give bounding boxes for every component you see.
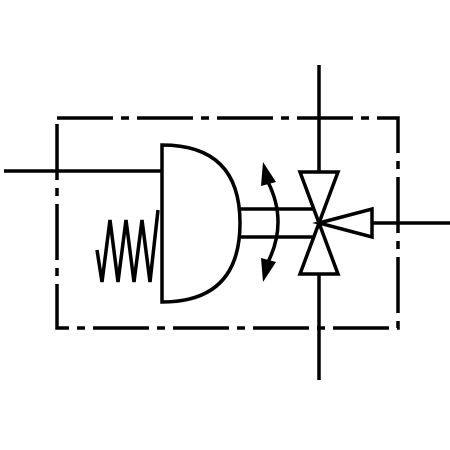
actuator-shaft [240,207,318,239]
valve-triangle-right [312,206,374,240]
rotation-arrow-down-icon [261,258,276,282]
rotation-arrows [261,162,280,282]
valve-triangle-bottom [297,217,341,276]
three-way-valve [297,170,374,276]
rotation-arrow-up-icon [261,162,276,186]
dome-actuator [160,143,242,304]
valve-triangle-top [297,170,341,229]
bias-spring [95,209,160,283]
